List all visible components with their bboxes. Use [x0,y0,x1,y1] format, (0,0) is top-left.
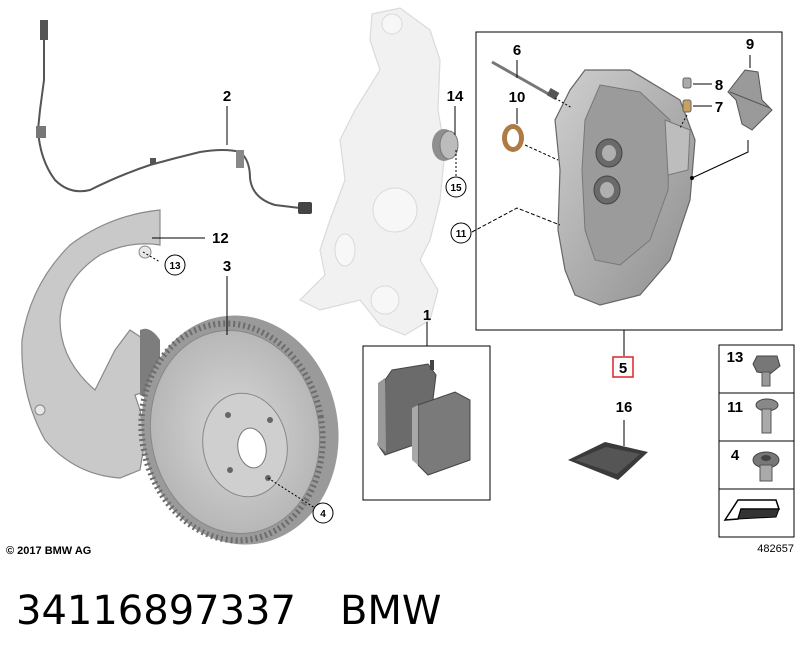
circled-callout-4: 4 [312,502,334,524]
footer: 34116897337 BMW [16,588,441,634]
callout-5[interactable]: 5 [619,360,627,377]
leader-7b [679,114,688,129]
screw-11-icon [755,398,779,434]
caliper-box [475,31,783,331]
callout-7: 7 [715,99,723,116]
leader-10b [524,144,559,161]
callout-1: 1 [423,307,431,324]
legend-panel [718,344,795,538]
wheel-speed-sensor [36,20,312,214]
callout-6: 6 [513,42,521,59]
circled-callout-13: 13 [164,254,186,276]
callout-8: 8 [715,77,723,94]
leader-6b [554,97,573,109]
bolt-6 [491,60,560,100]
svg-text:11: 11 [456,229,467,240]
diagram-number: 482657 [757,543,794,555]
circled-callout-15: 15 [445,176,467,198]
callout-16: 16 [616,399,633,416]
seal-ring-10 [502,124,524,152]
copyright-text: © 2017 BMW AG [6,545,91,557]
brake-assembly-diagram: 2 14 12 3 1 6 10 9 8 7 16 5 13 15 11 4 1… [6,7,795,557]
callout-12: 12 [212,230,229,247]
screw-4-icon [752,451,780,482]
svg-text:15: 15 [450,183,462,194]
leader-9b [691,140,749,179]
callout-10: 10 [509,89,526,106]
bleeder-screws [682,77,692,113]
bushing-14 [432,129,459,161]
callout-14: 14 [447,88,464,105]
brake-pads [377,360,471,476]
steering-knuckle [298,7,446,336]
circled-callout-11: 11 [450,222,472,244]
brake-caliper [554,69,696,306]
spring-clip-9 [727,69,773,131]
callout-3: 3 [223,258,231,275]
leader-4 [267,477,316,509]
callout-5-box[interactable] [612,356,634,378]
brand-name: BMW [339,588,442,634]
leader-11 [471,207,561,233]
callout-9: 9 [746,36,754,53]
part-number: 34116897337 [16,588,296,634]
leader-13 [142,251,161,263]
callout-2: 2 [223,88,231,105]
screw-13-icon [752,355,781,387]
svg-text:13: 13 [169,261,181,272]
legend-num-4: 4 [731,447,740,464]
part-16-pad [568,442,648,480]
arrow-icon [723,499,781,521]
svg-text:4: 4 [320,509,326,520]
legend-num-13: 13 [727,349,744,366]
brake-dust-shield [21,209,161,479]
brake-disc [138,315,339,545]
legend-num-11: 11 [727,399,743,416]
